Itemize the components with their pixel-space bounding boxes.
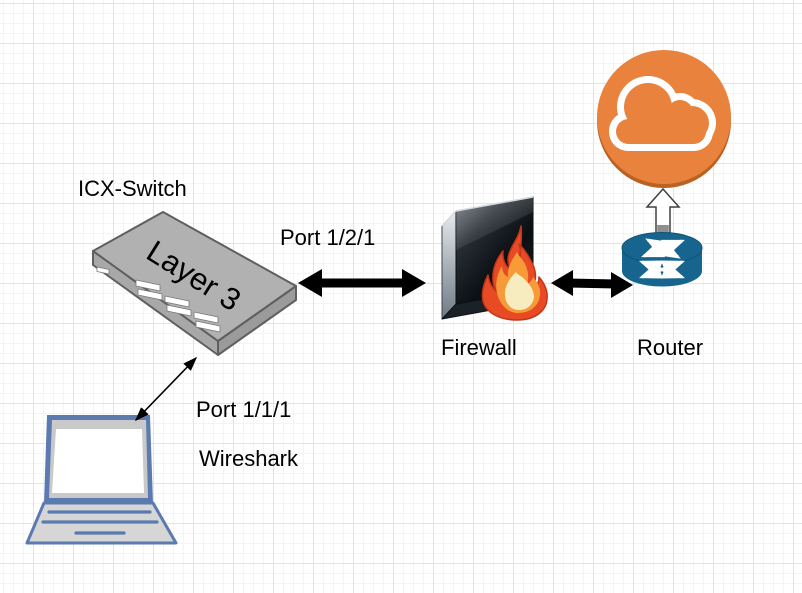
block-arrow-base (657, 225, 669, 233)
laptop-node[interactable] (25, 415, 178, 545)
switch-ports (96, 266, 221, 333)
internet-cloud-node[interactable] (597, 50, 731, 188)
router-label: Router (637, 335, 704, 360)
router-node[interactable] (621, 232, 703, 287)
edge-firewall-router[interactable] (551, 270, 633, 298)
wireshark-label: Wireshark (199, 446, 299, 471)
flame-icon (481, 225, 548, 321)
edge-switch-firewall[interactable] (298, 269, 426, 297)
firewall-label: Firewall (441, 335, 517, 360)
laptop-keyboard-lines (41, 510, 159, 535)
cloud-icon (609, 76, 716, 151)
firewall-front-gloss (456, 197, 533, 250)
laptop-screen (52, 429, 144, 493)
firewall-top-edge-highlight (441, 196, 534, 227)
edge-laptop-switch[interactable] (134, 356, 198, 422)
switch-node[interactable]: Layer 3 (92, 211, 297, 356)
switch-title-label: ICX-Switch (78, 176, 187, 201)
switch-top-face (92, 211, 297, 342)
port-1-2-1-label: Port 1/2/1 (280, 225, 376, 250)
firewall-side-face (441, 210, 457, 320)
firewall-node[interactable] (441, 196, 548, 321)
router-arrows-icon (639, 238, 685, 279)
edge-router-cloud[interactable] (645, 187, 681, 234)
port-1-1-1-label: Port 1/1/1 (196, 397, 292, 422)
